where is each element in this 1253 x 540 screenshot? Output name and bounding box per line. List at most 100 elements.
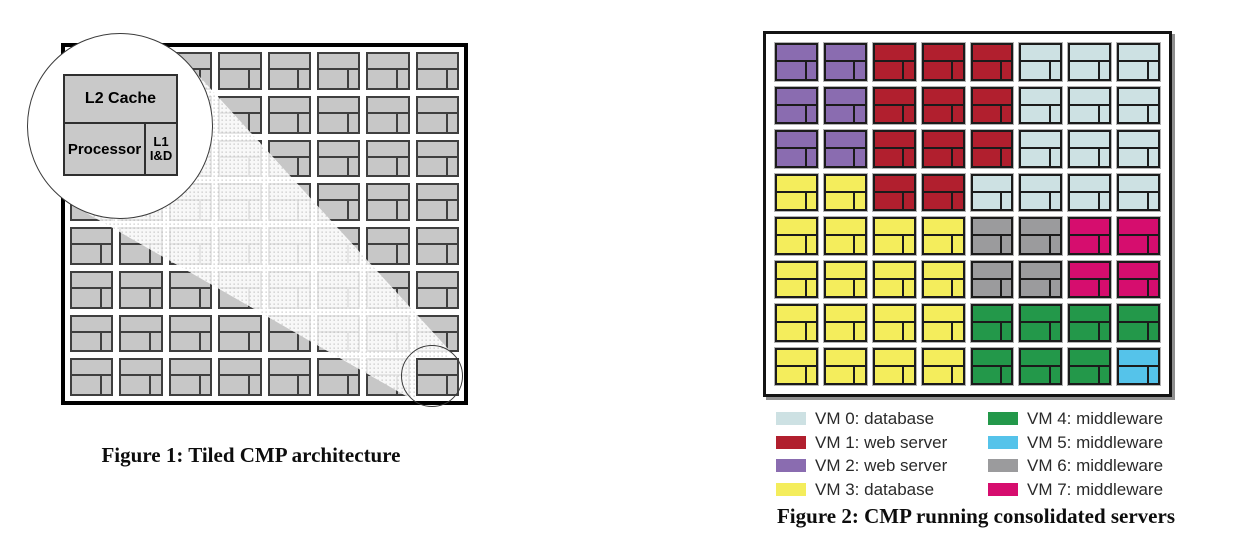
fig2-tile-vm1	[872, 130, 916, 168]
legend-swatch-vm1	[776, 435, 806, 449]
fig1-tile	[168, 270, 213, 309]
fig2-tile-vm6	[1019, 217, 1063, 255]
tile-processor-region	[825, 236, 854, 253]
tile-bottom-region	[1070, 192, 1110, 209]
tile-l2-cache-region	[972, 175, 1012, 191]
tile-bottom-region	[417, 288, 457, 307]
tile-l2-cache-region	[220, 272, 260, 287]
fig2-tile-vm4	[1068, 304, 1112, 342]
tile-l1-region	[806, 105, 816, 122]
l1-label-line2: I&D	[149, 148, 173, 164]
tile-processor-region	[220, 113, 249, 132]
tile-processor-region	[170, 332, 199, 351]
tile-processor-region	[1070, 105, 1098, 122]
tile-l2-cache-region	[1021, 132, 1061, 148]
tile-bottom-region	[972, 105, 1012, 122]
fig2-tile-vm2	[823, 130, 867, 168]
fig1-tile	[218, 95, 262, 134]
fig1-tile	[70, 314, 114, 353]
tile-l2-cache-region	[269, 360, 309, 375]
tile-processor-region	[170, 201, 199, 219]
tile-bottom-region	[825, 62, 865, 79]
fig2-tile-vm6	[1019, 260, 1063, 298]
fig1-tile	[218, 227, 262, 265]
tile-l1-region	[904, 279, 914, 296]
tile-processor-region	[1119, 279, 1147, 296]
tile-l2-cache-region	[923, 262, 963, 278]
tile-l2-cache-region	[269, 54, 309, 69]
consolidated-servers-chip-diagram	[763, 31, 1172, 397]
tile-processor-region	[318, 201, 347, 219]
fig1-tile	[267, 270, 311, 309]
fig2-tile-vm2	[823, 86, 867, 124]
tile-l1-region	[904, 236, 914, 253]
tile-l2-cache-region	[923, 349, 963, 365]
tile-l2-cache-region	[417, 316, 457, 331]
tile-processor-region	[269, 376, 298, 394]
fig2-tile-vm3	[872, 347, 916, 385]
tile-bottom-region	[417, 245, 457, 263]
l1-label-line1: L1	[153, 134, 169, 150]
tile-l2-cache-region	[1119, 219, 1158, 235]
tile-l2-cache-region	[72, 272, 112, 287]
magnifier-circle: L2 Cache Processor L1 I&D	[27, 33, 213, 219]
fig1-tile	[366, 270, 410, 309]
tile-l1-region	[953, 62, 963, 79]
tile-bottom-region	[777, 105, 816, 122]
tile-bottom-region	[72, 245, 112, 263]
fig2-tile-vm2	[775, 130, 818, 168]
tile-l1-region	[904, 62, 914, 79]
tile-processor-region	[121, 376, 150, 394]
fig1-tile	[119, 314, 163, 353]
tile-bottom-region	[1119, 149, 1158, 166]
legend-item-vm1: VM 1: web server	[776, 434, 947, 451]
fig2-tile-vm3	[872, 260, 916, 298]
legend-item-vm2: VM 2: web server	[776, 457, 947, 474]
tile-l1-region	[855, 192, 865, 209]
tile-processor-region	[1119, 62, 1147, 79]
tile-l1-region	[953, 366, 963, 383]
tile-bottom-region	[874, 192, 914, 209]
tile-l2-cache-region	[269, 272, 309, 287]
tile-l1-region	[1148, 192, 1158, 209]
tile-l1-region	[855, 323, 865, 340]
tile-processor-region	[417, 245, 446, 263]
tile-bottom-region	[72, 288, 112, 307]
legend-item-vm6: VM 6: middleware	[988, 457, 1163, 474]
tile-l2-cache-region	[777, 45, 816, 61]
tile-l2-cache-region	[417, 229, 457, 244]
fig2-tile-vm4	[1019, 347, 1063, 385]
tile-l2-cache-region	[874, 262, 914, 278]
fig2-tile-vm0	[1019, 130, 1063, 168]
tile-l2-cache-region	[1070, 349, 1110, 365]
legend-label-vm0: VM 0: database	[815, 409, 935, 428]
tile-l1-region	[398, 332, 408, 351]
fig1-tile	[415, 52, 459, 90]
tile-bottom-region	[368, 201, 408, 219]
tile-bottom-region	[269, 376, 309, 394]
tile-l2-cache-region	[1119, 88, 1158, 104]
fig1-tile	[168, 358, 213, 396]
tile-processor-region	[417, 70, 446, 88]
tile-bottom-region	[318, 201, 359, 219]
tile-l1-region	[447, 201, 457, 219]
fig1-tile	[316, 52, 361, 90]
tile-processor-region	[1021, 236, 1049, 253]
fig1-tile	[218, 358, 262, 396]
fig2-tile-vm1	[970, 86, 1014, 124]
tile-bottom-region	[318, 113, 359, 132]
tile-l1-region	[299, 245, 309, 263]
tile-processor-region	[874, 149, 903, 166]
tile-l1-region	[806, 323, 816, 340]
tile-l1-region	[1050, 149, 1061, 166]
fig2-tile-vm0	[1117, 130, 1160, 168]
tile-bottom-region	[220, 332, 260, 351]
tile-l2-cache-region	[777, 132, 816, 148]
l2-cache-block: L2 Cache	[65, 76, 176, 123]
tile-l2-cache-region	[72, 229, 112, 244]
tile-processor-region	[417, 288, 446, 307]
tile-l2-cache-region	[923, 88, 963, 104]
tile-l1-region	[1002, 236, 1012, 253]
tile-l1-region	[1050, 279, 1061, 296]
tile-bottom-region	[1021, 279, 1061, 296]
